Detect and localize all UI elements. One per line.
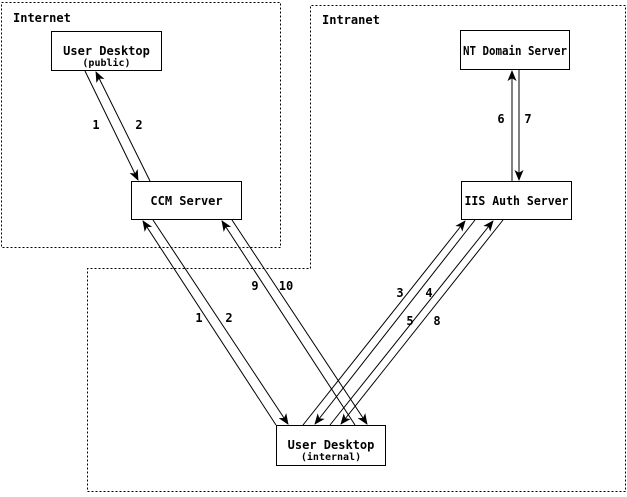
node-user-desktop-internal-title: User Desktop (288, 438, 375, 452)
edge-label-nt-domain-to-iis: 7 (524, 112, 531, 126)
node-user-desktop-internal-box (276, 425, 386, 466)
edge-label-internal-desktop-to-iis-second: 5 (406, 314, 413, 328)
edge-label-ccm-to-internal-desktop-second: 10 (279, 279, 293, 293)
node-nt-domain-server: NT Domain Server (460, 30, 570, 70)
edge-label-iis-to-nt-domain: 6 (497, 112, 504, 126)
intranet-zone-border (87, 5, 626, 492)
edge-label-public-desktop-to-ccm: 1 (92, 118, 99, 132)
node-ccm-server-box (131, 181, 242, 220)
internet-zone-label: Internet (13, 11, 71, 25)
node-nt-domain-server-title: NT Domain Server (463, 44, 567, 58)
edge-label-internal-desktop-to-ccm: 1 (195, 311, 202, 325)
node-user-desktop-internal-subtitle: (internal) (301, 451, 361, 463)
edge-internal-desktop-to-ccm-second-line (221, 220, 356, 426)
edge-ccm-to-public-desktop-line (95, 71, 151, 182)
node-iis-auth-server-title: IIS Auth Server (465, 194, 569, 208)
node-user-desktop-public-title: User Desktop (63, 44, 150, 58)
node-nt-domain-server-box (460, 30, 570, 70)
edge-internal-desktop-to-ccm-line (142, 220, 277, 426)
internet-zone-border (1, 2, 281, 248)
edge-label-internal-desktop-to-iis-first: 3 (396, 286, 403, 300)
edge-internal-desktop-to-iis-first-line (302, 220, 466, 426)
node-user-desktop-internal: User Desktop (internal) (276, 425, 386, 466)
edge-label-ccm-to-internal-desktop: 2 (225, 311, 232, 325)
edge-iis-to-internal-desktop-second-line (340, 219, 504, 425)
edge-internal-desktop-to-iis-second-line (329, 220, 494, 426)
edge-public-desktop-to-ccm-line (84, 70, 139, 181)
node-user-desktop-public-box (51, 31, 162, 71)
intranet-zone-label: Intranet (322, 13, 380, 27)
edge-label-iis-to-internal-desktop-first: 4 (425, 286, 432, 300)
node-ccm-server-title: CCM Server (150, 194, 222, 208)
node-user-desktop-public-subtitle: (public) (82, 57, 130, 69)
node-user-desktop-public: User Desktop (public) (51, 31, 162, 71)
edge-ccm-to-internal-desktop-line (152, 219, 289, 425)
edge-iis-to-internal-desktop-first-line (314, 219, 476, 425)
node-iis-auth-server: IIS Auth Server (461, 181, 572, 220)
node-iis-auth-server-box (461, 181, 572, 220)
edge-label-internal-desktop-to-ccm-second: 9 (251, 279, 258, 293)
edge-ccm-to-internal-desktop-second-line (231, 219, 368, 425)
node-ccm-server: CCM Server (131, 181, 242, 220)
edge-label-iis-to-internal-desktop-second: 8 (433, 314, 440, 328)
edge-label-ccm-to-public-desktop: 2 (135, 118, 142, 132)
